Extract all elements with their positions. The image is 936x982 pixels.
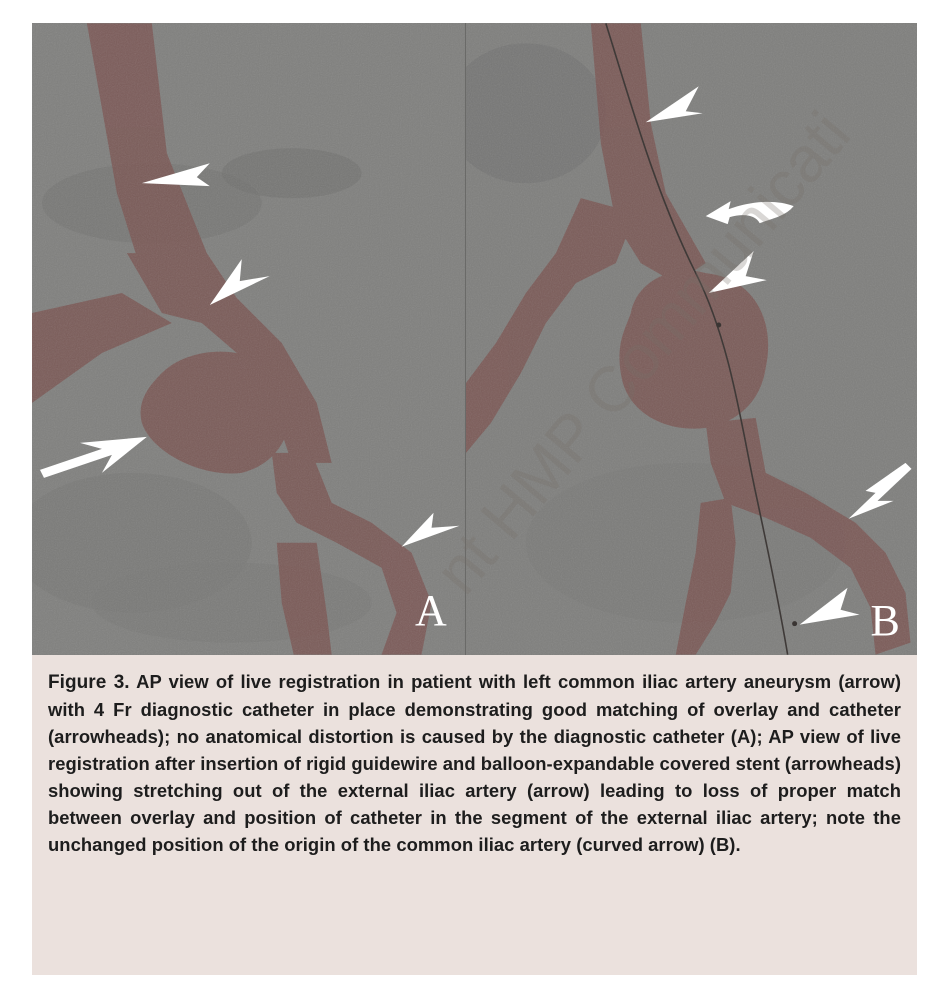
figure-label: Figure 3. xyxy=(48,672,130,693)
figure-caption: Figure 3. AP view of live registration i… xyxy=(32,655,917,975)
arrow-icon xyxy=(848,462,912,519)
caption-text: AP view of live registration in patient … xyxy=(48,671,902,855)
panel-a: A xyxy=(32,23,465,655)
panel-b: B xyxy=(464,23,917,655)
xray-image-b xyxy=(465,23,917,655)
figure: A xyxy=(32,23,917,975)
arrowhead-icon xyxy=(645,86,703,123)
xray-image-a xyxy=(32,23,465,655)
arrowhead-icon xyxy=(401,512,460,547)
caption-paragraph: Figure 3. AP view of live registration i… xyxy=(48,668,901,858)
arrowhead-icon xyxy=(799,587,860,625)
annotations-a xyxy=(39,163,460,547)
catheter-wire xyxy=(604,23,788,655)
arrowhead-icon xyxy=(209,259,270,306)
arrowhead-icon xyxy=(708,251,767,294)
figure-panels: A xyxy=(32,23,917,655)
curved-arrow-icon xyxy=(705,201,794,225)
panel-label-a: A xyxy=(415,586,447,635)
arrow-icon xyxy=(39,436,147,478)
panel-label-b: B xyxy=(870,596,900,645)
annotations-b xyxy=(645,86,912,625)
arrowhead-icon xyxy=(141,163,210,187)
